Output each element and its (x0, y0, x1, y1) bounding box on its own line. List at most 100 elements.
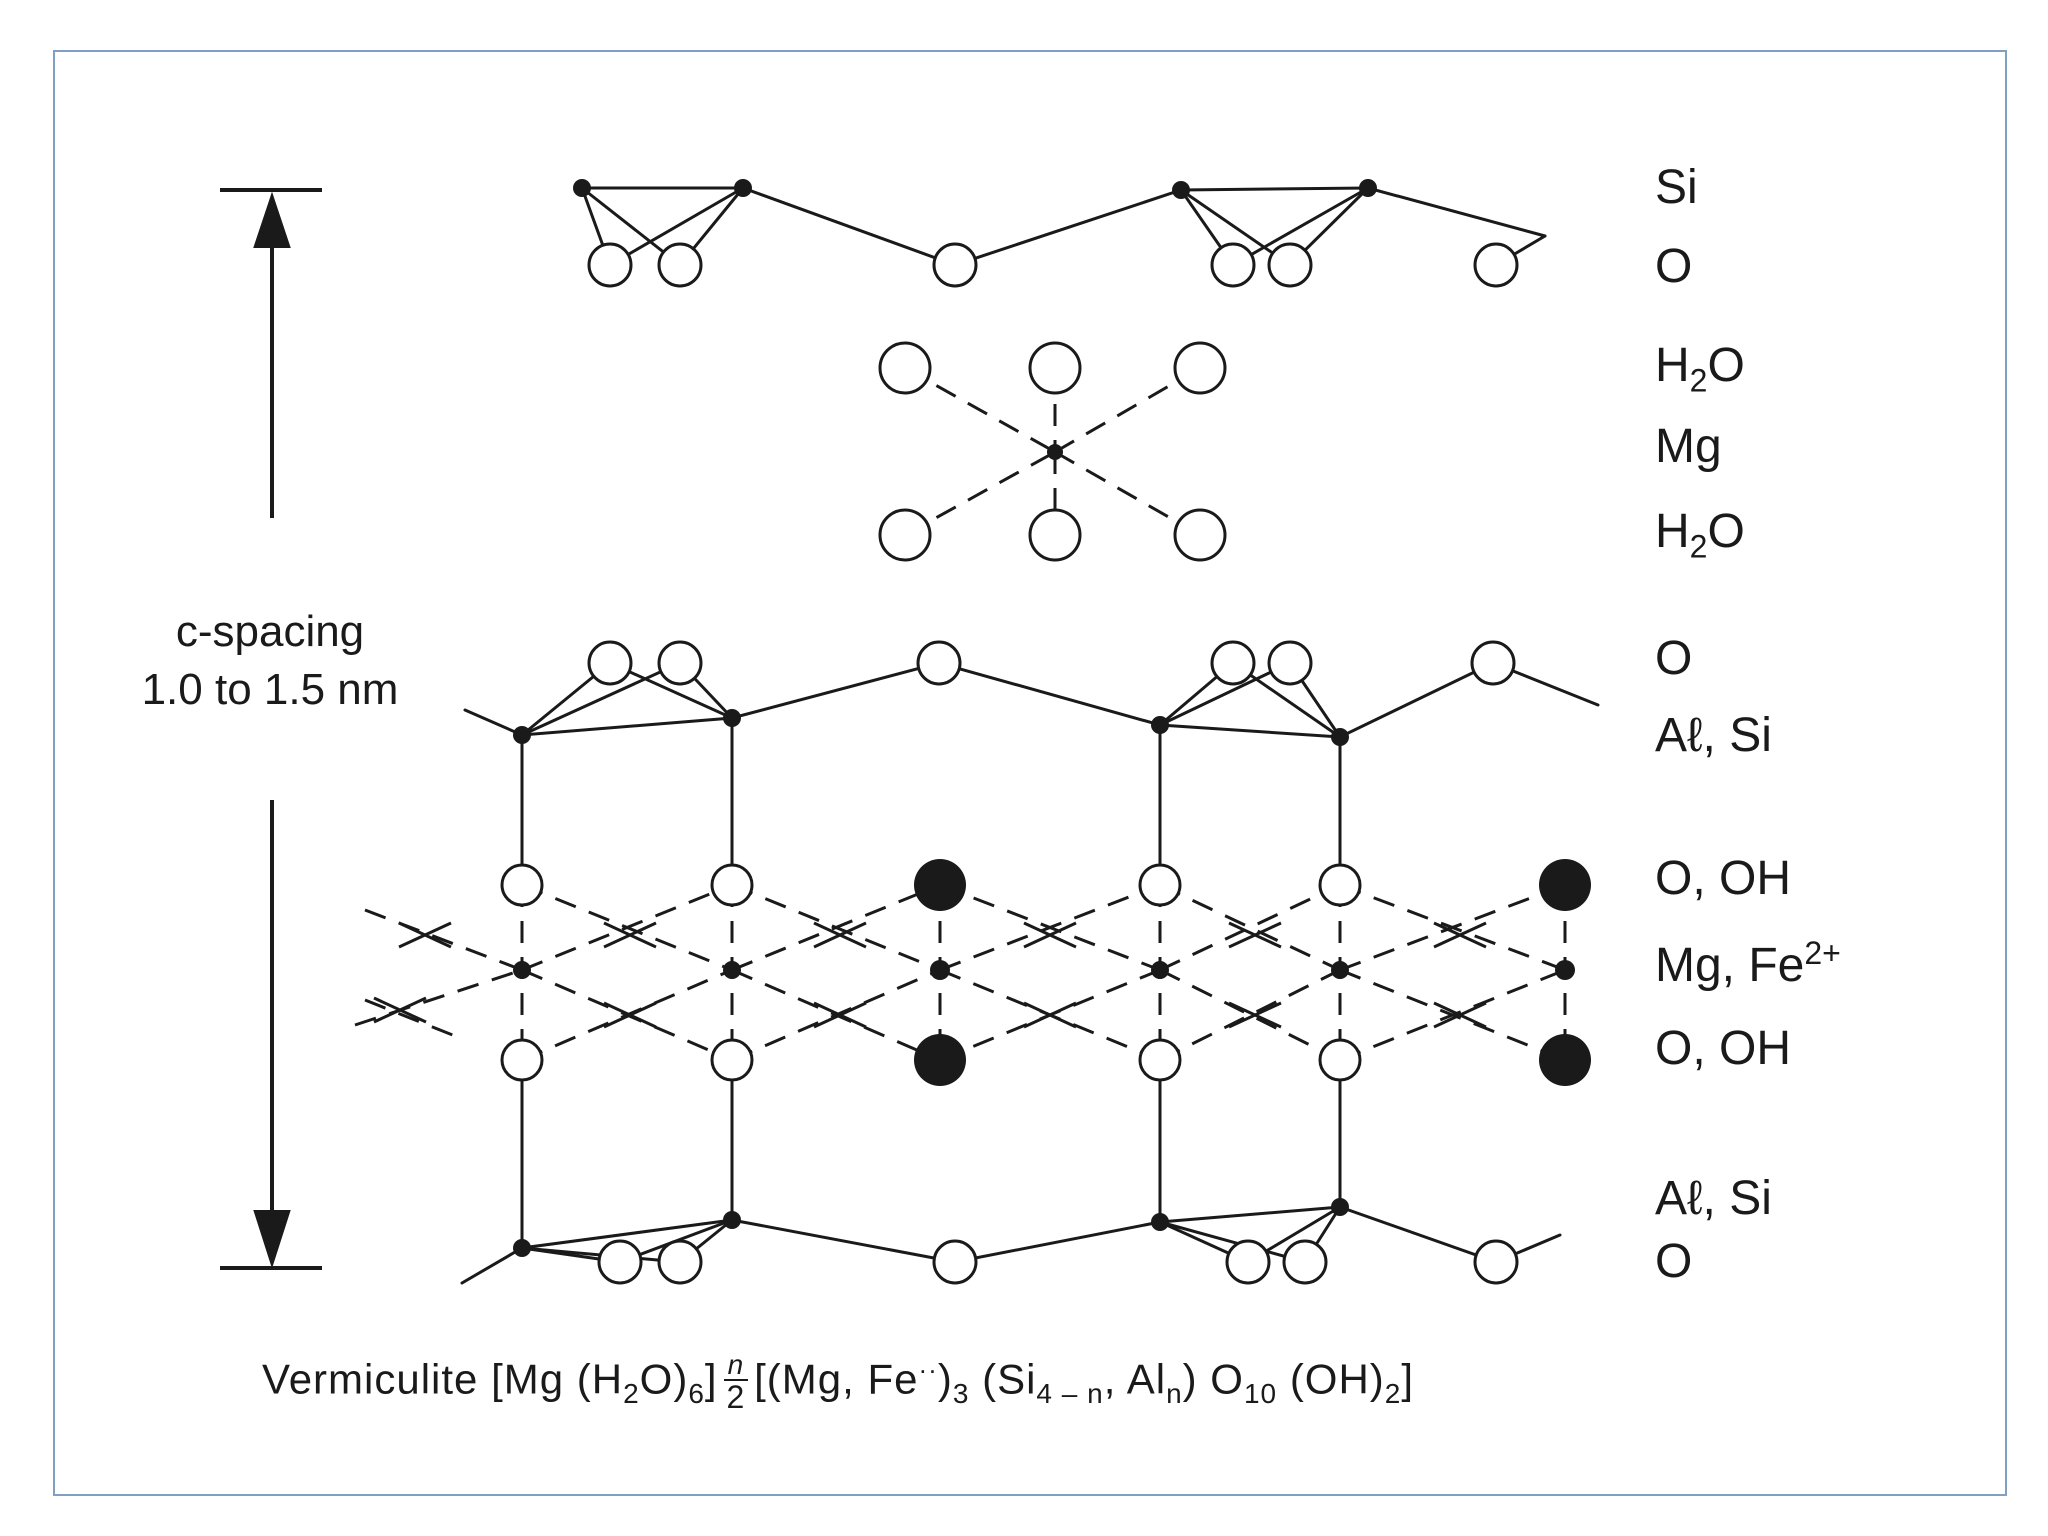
upper-tetra-bond (520, 661, 682, 737)
label-h2o-top: H2O (1655, 339, 1745, 399)
oxygen-atom (932, 242, 978, 288)
octahedral-diagonal-bond (1159, 968, 1341, 1062)
lower-tetra-bond (1158, 1220, 1307, 1264)
oxygen-atom (657, 640, 703, 686)
oxygen-atom (1225, 1239, 1271, 1285)
al-si-atom (723, 1211, 741, 1229)
octahedral-diagonal-bond (521, 883, 733, 972)
mg-water-bond (1054, 450, 1201, 537)
al-si-atom (513, 726, 531, 744)
mg-fe-atom (1331, 961, 1349, 979)
cross-mark (1228, 1001, 1282, 1029)
oxygen-atom (1210, 640, 1256, 686)
octahedral-diagonal-bond (1159, 883, 1341, 972)
mg-water-bond (904, 366, 1056, 454)
al-si-atom (1151, 716, 1169, 734)
si-atom (573, 179, 591, 197)
water-molecule (878, 508, 932, 562)
mg-fe-atom (513, 961, 531, 979)
oxygen-atom (587, 640, 633, 686)
oxygen-atom (1267, 242, 1313, 288)
arrow-head-down (253, 1210, 291, 1269)
mg-water-bond (904, 450, 1056, 537)
octahedral-diagonal-bond (354, 968, 523, 1027)
al-si-atom (1331, 728, 1349, 746)
label-mg-fe: Mg, Fe2+ (1655, 935, 1841, 992)
octahedral-diagonal-bond (1159, 883, 1341, 972)
mg-fe-atom (723, 961, 741, 979)
upper-tetra-bond (1158, 661, 1292, 727)
cross-mark (1023, 1001, 1077, 1029)
hydroxyl-atom (1539, 859, 1591, 911)
top-sheet-bond (608, 186, 745, 267)
water-molecule (1173, 508, 1227, 562)
label-si-top: Si (1655, 161, 1698, 214)
oxygen-atom (1470, 640, 1516, 686)
cross-mark (603, 1001, 657, 1029)
cross-mark (1023, 921, 1077, 949)
octahedral-diagonal-bond (1339, 968, 1566, 1062)
water-molecule (1028, 341, 1082, 395)
oxygen-hydroxyl-atom (500, 1038, 544, 1082)
c-spacing-value: 1.0 to 1.5 nm (141, 665, 399, 714)
cross-mark (373, 996, 427, 1024)
oxygen-atom (1473, 1239, 1519, 1285)
cross-mark (813, 1001, 867, 1029)
si-atom (1359, 179, 1377, 197)
hydroxyl-atom (914, 859, 966, 911)
oxygen-atom (1473, 242, 1519, 288)
label-o-oh-bottom: O, OH (1655, 1022, 1792, 1075)
oxygen-atom (1210, 242, 1256, 288)
cross-mark (1433, 921, 1487, 949)
oxygen-atom (932, 1239, 978, 1285)
oxygen-atom (1282, 1239, 1328, 1285)
oxygen-atom (657, 242, 703, 288)
label-h2o-bottom: H2O (1655, 505, 1745, 565)
al-si-atom (513, 1239, 531, 1257)
bond-lines (460, 186, 1600, 1285)
octahedral-dashed-bonds (354, 366, 1567, 1062)
oxygen-atom (657, 1239, 703, 1285)
oxygen-hydroxyl-atom (1138, 1038, 1182, 1082)
water-molecule (878, 341, 932, 395)
mg-water-bond (1054, 366, 1201, 454)
c-spacing-arrow (220, 188, 322, 1270)
hydroxyl-atom (1539, 1034, 1591, 1086)
octahedral-diagonal-bond (731, 883, 941, 972)
cross-mark (398, 921, 452, 949)
octahedral-diagonal-bond (364, 998, 466, 1042)
label-al-si-bottom: Aℓ, Si (1655, 1172, 1772, 1225)
oxygen-hydroxyl-atom (710, 1038, 754, 1082)
octahedral-diagonal-bond (939, 883, 1161, 972)
mg-atom (1047, 444, 1063, 460)
oxygen-hydroxyl-atom (500, 863, 544, 907)
octahedral-diagonal-bond (731, 968, 941, 1062)
label-o-mid: O (1655, 632, 1693, 685)
label-mg: Mg (1655, 420, 1722, 473)
oxygen-atom (916, 640, 962, 686)
label-o-top: O (1655, 240, 1693, 293)
label-o-oh-top: O, OH (1655, 852, 1792, 905)
water-molecule (1173, 341, 1227, 395)
mg-fe-atom (1151, 961, 1169, 979)
label-o-bottom: O (1655, 1235, 1693, 1288)
atoms (500, 179, 1591, 1285)
al-si-atom (1331, 1198, 1349, 1216)
mg-fe-atom (1555, 960, 1575, 980)
octahedral-diagonal-bond (1159, 968, 1341, 1062)
al-si-atom (1151, 1213, 1169, 1231)
figure-frame (53, 50, 2007, 1496)
al-si-atom (723, 709, 741, 727)
octahedral-diagonal-bond (1339, 883, 1566, 972)
oxygen-atom (1267, 640, 1313, 686)
label-al-si-top: Aℓ, Si (1655, 709, 1772, 762)
arrow-head-up (253, 191, 291, 248)
cross-marks (373, 921, 1487, 1029)
cross-mark (813, 921, 867, 949)
lower-tetra-backbone (460, 1205, 1562, 1285)
octahedral-diagonal-bond (364, 908, 523, 972)
mg-fe-atom (930, 960, 950, 980)
